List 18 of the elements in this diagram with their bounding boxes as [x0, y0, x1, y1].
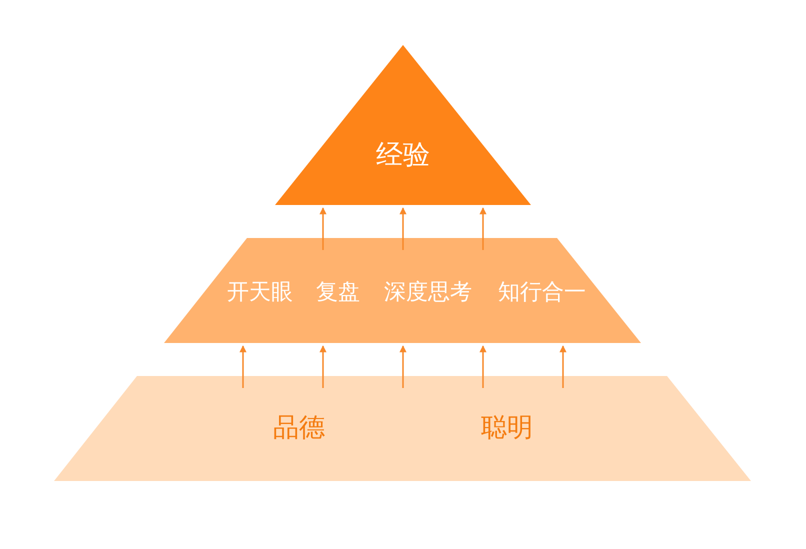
arrow	[560, 345, 566, 388]
tier-label: 知行合一	[498, 282, 586, 304]
arrow	[320, 207, 326, 250]
arrow	[400, 345, 406, 388]
pyramid-top-triangle	[275, 45, 531, 205]
tier-label: 品德	[273, 415, 325, 441]
arrow	[240, 345, 246, 388]
tier-label: 复盘	[316, 282, 360, 304]
arrow	[480, 207, 486, 250]
arrow	[320, 345, 326, 388]
tier-label: 开天眼	[227, 282, 293, 304]
tier-label: 深度思考	[384, 282, 472, 304]
arrow	[400, 207, 406, 250]
tier-label: 聪明	[481, 415, 533, 441]
pyramid-middle-tier	[164, 238, 641, 343]
arrow	[480, 345, 486, 388]
pyramid-base-tier	[54, 376, 751, 481]
tier-label: 经验	[376, 142, 430, 168]
